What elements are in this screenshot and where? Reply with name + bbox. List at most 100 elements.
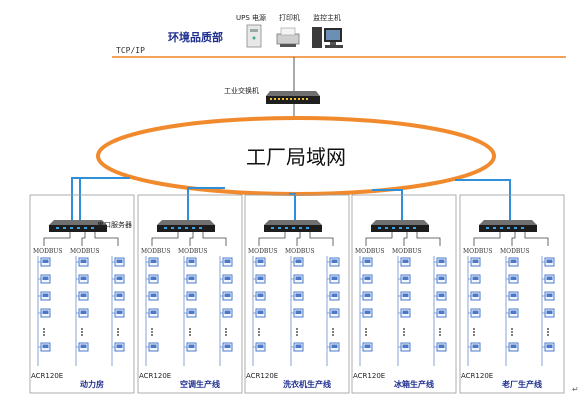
power-meter-icon	[114, 308, 125, 318]
power-meter-icon	[329, 342, 340, 352]
uplink-line	[71, 177, 130, 220]
power-meter-icon	[222, 308, 233, 318]
unit-panel-border	[137, 194, 243, 394]
bus-link	[202, 232, 227, 246]
corner-mark: ↵	[572, 385, 579, 394]
industrial-switch-label: 工业交换机	[224, 86, 259, 95]
power-meter-icon	[222, 291, 233, 301]
power-meter-icon	[293, 274, 304, 284]
modbus-label: MODBUS	[33, 248, 62, 255]
more-meters-ellipsis	[117, 328, 119, 336]
computer-icon	[312, 27, 343, 48]
power-meter-icon	[186, 308, 197, 318]
power-meter-icon	[222, 257, 233, 267]
uplink-line	[187, 187, 225, 220]
serial-server-icon	[264, 220, 322, 232]
more-meters-ellipsis	[439, 328, 441, 336]
power-meter-icon	[78, 308, 89, 318]
power-meter-icon	[148, 274, 159, 284]
industrial-switch-icon	[266, 91, 320, 104]
power-meter-icon	[544, 257, 555, 267]
more-meters-ellipsis	[547, 328, 549, 336]
power-meter-icon	[222, 342, 233, 352]
power-meter-icon	[40, 308, 51, 318]
power-meter-icon	[436, 291, 447, 301]
power-meter-icon	[508, 291, 519, 301]
bus-link	[189, 232, 194, 246]
power-meter-icon	[544, 308, 555, 318]
power-meter-icon	[362, 291, 373, 301]
power-meter-icon	[255, 291, 266, 301]
power-meter-icon	[40, 257, 51, 267]
uplink-line	[455, 179, 511, 220]
unit-name-label: 空调生产线	[180, 379, 220, 389]
power-meter-icon	[362, 274, 373, 284]
bus-link	[151, 232, 179, 246]
power-meter-icon	[470, 291, 481, 301]
modbus-label: MODBUS	[141, 248, 170, 255]
power-meter-icon	[544, 291, 555, 301]
power-meter-icon	[544, 342, 555, 352]
printer-icon	[276, 27, 300, 47]
power-meter-icon	[148, 257, 159, 267]
power-meter-icon	[470, 257, 481, 267]
serial-server-label: 串口服务器	[97, 220, 132, 229]
modbus-label: MODBUS	[248, 248, 277, 255]
power-meter-icon	[329, 257, 340, 267]
power-meter-icon	[78, 291, 89, 301]
power-meter-icon	[114, 342, 125, 352]
power-meter-icon	[400, 257, 411, 267]
more-meters-ellipsis	[511, 328, 513, 336]
unit-name-label: 老厂生产线	[501, 379, 542, 389]
power-meter-icon	[186, 291, 197, 301]
power-meter-icon	[362, 257, 373, 267]
power-meter-icon	[508, 274, 519, 284]
bus-link	[258, 232, 286, 246]
modbus-label: MODBUS	[463, 248, 492, 255]
bus-link	[296, 232, 301, 246]
power-meter-icon	[186, 257, 197, 267]
unit-panel-border	[29, 194, 135, 394]
power-meter-icon	[148, 308, 159, 318]
power-meter-icon	[470, 342, 481, 352]
uplink-line	[372, 189, 403, 220]
uplink-line	[79, 177, 130, 220]
unit-panel-border	[351, 194, 457, 394]
bus-link	[309, 232, 334, 246]
bus-link	[81, 232, 86, 246]
power-meter-icon	[78, 342, 89, 352]
device-label-host: 监控主机	[313, 13, 341, 22]
power-meter-icon	[186, 274, 197, 284]
power-meter-icon	[78, 274, 89, 284]
modbus-label: MODBUS	[70, 248, 99, 255]
power-meter-icon	[255, 274, 266, 284]
power-meter-icon	[329, 291, 340, 301]
power-meter-icon	[186, 342, 197, 352]
power-meter-icon	[148, 342, 159, 352]
power-meter-icon	[255, 257, 266, 267]
power-meter-icon	[470, 308, 481, 318]
more-meters-ellipsis	[258, 328, 260, 336]
more-meters-ellipsis	[81, 328, 83, 336]
unit-name-label: 洗衣机生产线	[283, 379, 331, 389]
tcp-ip-label: TCP/IP	[116, 46, 145, 55]
device-label-ups: UPS 电源	[236, 13, 266, 22]
unit-panel-border	[459, 194, 565, 394]
more-meters-ellipsis	[296, 328, 298, 336]
ups-icon	[246, 24, 262, 48]
uplink-line	[289, 193, 296, 220]
power-meter-icon	[436, 257, 447, 267]
power-meter-icon	[40, 342, 51, 352]
meter-model-label: ACR120E	[31, 372, 63, 380]
factory-lan-label: 工厂局域网	[246, 145, 346, 169]
power-meter-icon	[114, 274, 125, 284]
modbus-label: MODBUS	[355, 248, 384, 255]
power-meter-icon	[508, 308, 519, 318]
power-meter-icon	[508, 342, 519, 352]
bus-link	[403, 232, 408, 246]
more-meters-ellipsis	[151, 328, 153, 336]
